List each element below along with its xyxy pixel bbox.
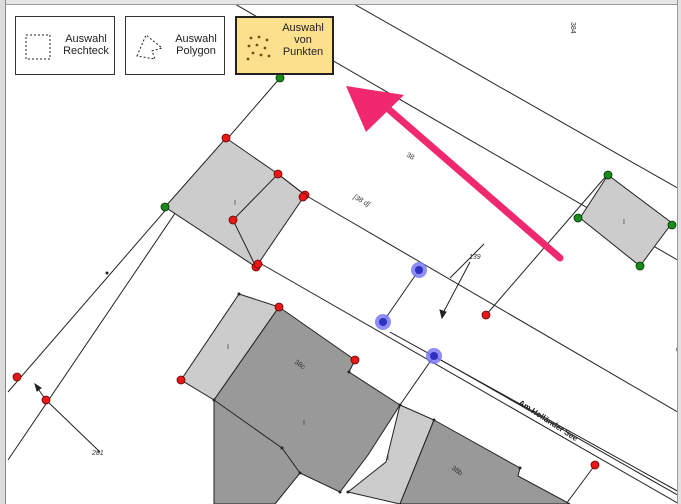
select-rectangle-button[interactable]: Auswahl Rechteck <box>15 16 115 75</box>
select-points-label: Auswahl von Punkten <box>282 22 324 58</box>
label-parcel-38d: [38 d] <box>351 193 371 209</box>
select-polygon-button[interactable]: Auswahl Polygon <box>125 16 225 75</box>
floor-label: I <box>234 200 236 207</box>
window-frame-left <box>0 0 6 504</box>
selected-points[interactable] <box>375 262 442 364</box>
label-parcel-384: 384 <box>569 22 576 34</box>
points-select-icon <box>246 35 271 61</box>
buildings-dark <box>213 306 571 504</box>
select-rectangle-label: Auswahl Rechteck <box>63 33 109 57</box>
direction-arrows <box>34 261 471 401</box>
floor-label: I <box>623 219 625 226</box>
vertex-dots <box>105 271 522 494</box>
floor-label: I <box>303 420 305 427</box>
green-points[interactable] <box>160 73 677 271</box>
floor-label: I <box>227 344 229 351</box>
select-points-button[interactable]: Auswahl von Punkten <box>235 16 334 75</box>
building-inner-lines <box>213 173 306 474</box>
window-frame-right <box>677 0 681 504</box>
label-parcel-139: 139 <box>469 254 481 261</box>
select-polygon-label: Auswahl Polygon <box>175 33 217 57</box>
rectangle-select-icon <box>25 34 51 60</box>
red-points[interactable] <box>12 133 600 470</box>
label-parcel-38: 38 <box>405 152 415 162</box>
label-parcel-281: 281 <box>91 450 104 457</box>
street-name: Am Holländer See <box>517 398 580 443</box>
annotation-arrow <box>346 86 564 262</box>
polygon-select-icon <box>136 34 164 60</box>
window-frame-top <box>0 0 681 5</box>
floor-label: I <box>387 455 389 462</box>
buildings-light <box>164 137 673 504</box>
